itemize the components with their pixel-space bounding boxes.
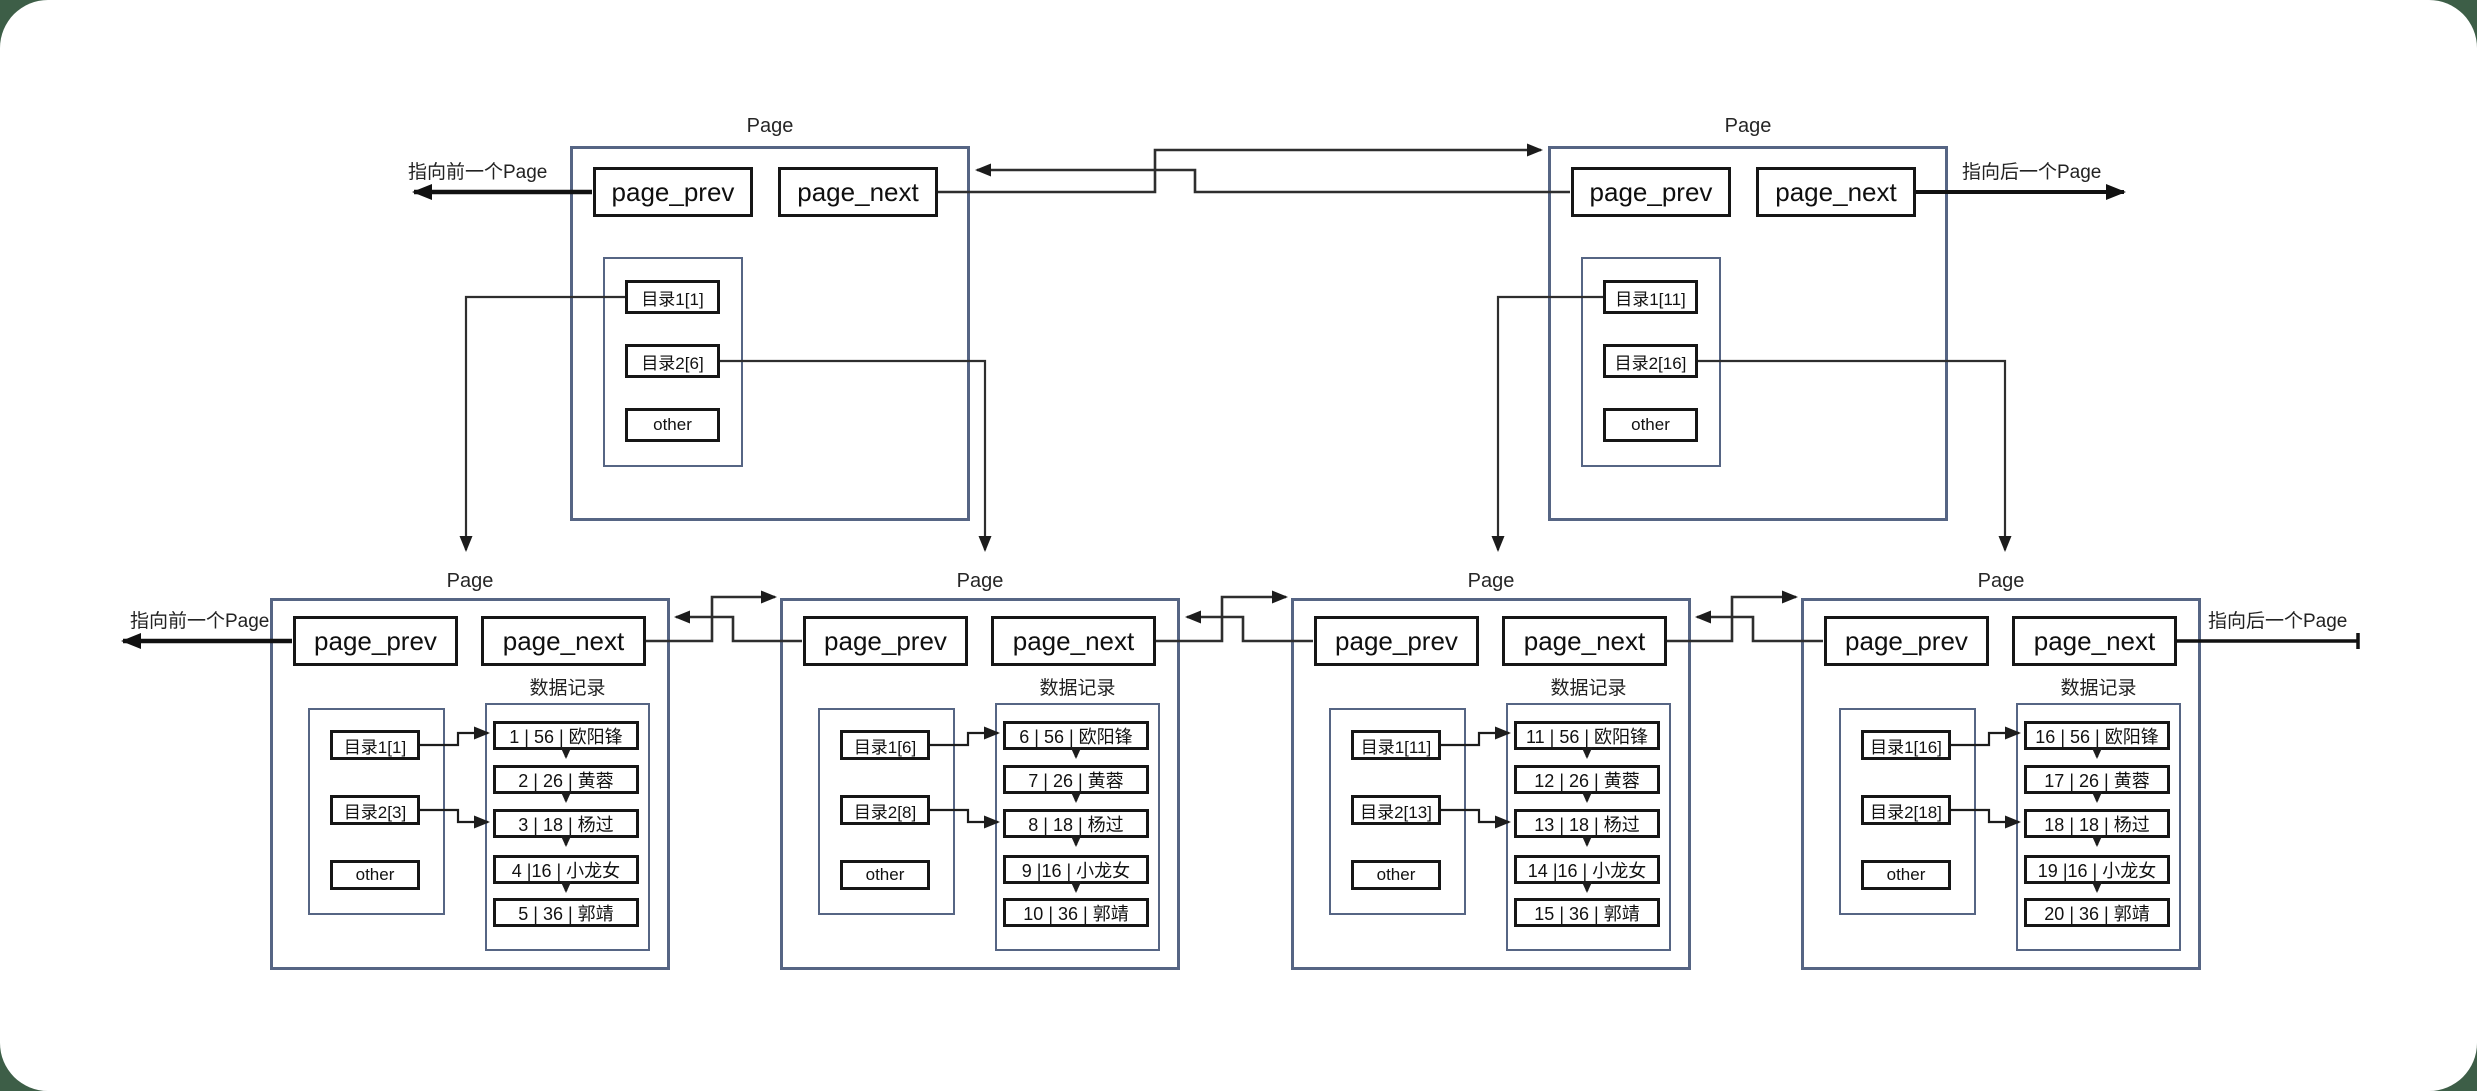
page-prev-field: page_prev <box>1571 167 1731 217</box>
record-row: 3 | 18 | 杨过 <box>493 809 639 838</box>
next-pointer-line-bottom <box>2176 633 2360 649</box>
record-row: 7 | 26 | 黄蓉 <box>1003 765 1149 794</box>
directory-panel: 目录1[16] 目录2[18] other <box>1839 708 1976 915</box>
page-title: Page <box>446 570 494 592</box>
record-row: 19 |16 | 小龙女 <box>2024 855 2170 884</box>
directory-entry-1: 目录1[6] <box>840 730 930 760</box>
directory-entry-1: 目录1[11] <box>1603 280 1698 314</box>
directory-entry-other: other <box>1603 408 1698 442</box>
directory-panel: 目录1[11] 目录2[13] other <box>1329 708 1466 915</box>
record-row: 6 | 56 | 欧阳锋 <box>1003 721 1149 750</box>
leaf-page-4: Page page_prev page_next 数据记录 目录1[16] 目录… <box>1801 570 2201 970</box>
directory-panel: 目录1[1] 目录2[3] other <box>308 708 445 915</box>
directory-entry-2: 目录2[6] <box>625 344 720 378</box>
directory-entry-other: other <box>1351 860 1441 890</box>
directory-entry-1: 目录1[16] <box>1861 730 1951 760</box>
page-next-field: page_next <box>2012 616 2177 666</box>
data-records-panel: 6 | 56 | 欧阳锋 7 | 26 | 黄蓉 8 | 18 | 杨过 9 |… <box>995 703 1160 951</box>
record-row: 11 | 56 | 欧阳锋 <box>1514 721 1660 750</box>
page-next-field: page_next <box>991 616 1156 666</box>
data-records-panel: 11 | 56 | 欧阳锋 12 | 26 | 黄蓉 13 | 18 | 杨过 … <box>1506 703 1671 951</box>
directory-entry-1: 目录1[1] <box>330 730 420 760</box>
leaf-page-3: Page page_prev page_next 数据记录 目录1[11] 目录… <box>1291 570 1691 970</box>
directory-entry-other: other <box>840 860 930 890</box>
data-records-label: 数据记录 <box>1039 678 1116 699</box>
directory-entry-other: other <box>330 860 420 890</box>
record-row: 17 | 26 | 黄蓉 <box>2024 765 2170 794</box>
record-row: 5 | 36 | 郭靖 <box>493 898 639 927</box>
page-title: Page <box>956 570 1004 592</box>
record-row: 18 | 18 | 杨过 <box>2024 809 2170 838</box>
record-row: 2 | 26 | 黄蓉 <box>493 765 639 794</box>
record-row: 15 | 36 | 郭靖 <box>1514 898 1660 927</box>
page-link-arrows-top <box>938 143 1570 194</box>
data-records-label: 数据记录 <box>1550 678 1627 699</box>
page-next-field: page_next <box>481 616 646 666</box>
record-row: 20 | 36 | 郭靖 <box>2024 898 2170 927</box>
record-row: 9 |16 | 小龙女 <box>1003 855 1149 884</box>
record-row: 8 | 18 | 杨过 <box>1003 809 1149 838</box>
directory-entry-other: other <box>1861 860 1951 890</box>
next-pointer-label-bottom: 指向后一个Page <box>2208 611 2348 632</box>
data-records-label: 数据记录 <box>2060 678 2137 699</box>
page-next-field: page_next <box>1502 616 1667 666</box>
directory-panel: 目录1[1] 目录2[6] other <box>603 257 743 467</box>
page-prev-field: page_prev <box>293 616 458 666</box>
record-row: 16 | 56 | 欧阳锋 <box>2024 721 2170 750</box>
page-title: Page <box>1467 570 1515 592</box>
directory-entry-1: 目录1[1] <box>625 280 720 314</box>
directory-panel: 目录1[6] 目录2[8] other <box>818 708 955 915</box>
page-prev-field: page_prev <box>1824 616 1989 666</box>
page-next-field: page_next <box>778 167 938 217</box>
directory-entry-2: 目录2[8] <box>840 795 930 825</box>
directory-entry-2: 目录2[16] <box>1603 344 1698 378</box>
page-prev-field: page_prev <box>803 616 968 666</box>
index-page-2: Page page_prev page_next 目录1[11] 目录2[16]… <box>1548 115 1948 521</box>
record-row: 12 | 26 | 黄蓉 <box>1514 765 1660 794</box>
leaf-page-2: Page page_prev page_next 数据记录 目录1[6] 目录2… <box>780 570 1180 970</box>
page-title: Page <box>1724 115 1772 137</box>
page-prev-field: page_prev <box>593 167 753 217</box>
index-page-1: Page page_prev page_next 目录1[1] 目录2[6] o… <box>570 115 970 521</box>
directory-entry-2: 目录2[13] <box>1351 795 1441 825</box>
data-records-panel: 16 | 56 | 欧阳锋 17 | 26 | 黄蓉 18 | 18 | 杨过 … <box>2016 703 2181 951</box>
prev-pointer-label-top: 指向前一个Page <box>408 162 548 183</box>
page-title: Page <box>1977 570 2025 592</box>
directory-panel: 目录1[11] 目录2[16] other <box>1581 257 1721 467</box>
prev-pointer-label-bottom: 指向前一个Page <box>130 611 270 632</box>
record-row: 14 |16 | 小龙女 <box>1514 855 1660 884</box>
directory-entry-1: 目录1[11] <box>1351 730 1441 760</box>
page-next-field: page_next <box>1756 167 1916 217</box>
record-row: 4 |16 | 小龙女 <box>493 855 639 884</box>
record-row: 1 | 56 | 欧阳锋 <box>493 721 639 750</box>
directory-entry-other: other <box>625 408 720 442</box>
leaf-page-1: Page page_prev page_next 数据记录 目录1[1] 目录2… <box>270 570 670 970</box>
data-records-panel: 1 | 56 | 欧阳锋 2 | 26 | 黄蓉 3 | 18 | 杨过 4 |… <box>485 703 650 951</box>
directory-entry-2: 目录2[18] <box>1861 795 1951 825</box>
next-pointer-label-top: 指向后一个Page <box>1962 162 2102 183</box>
page-title: Page <box>746 115 794 137</box>
page-prev-field: page_prev <box>1314 616 1479 666</box>
record-row: 13 | 18 | 杨过 <box>1514 809 1660 838</box>
record-row: 10 | 36 | 郭靖 <box>1003 898 1149 927</box>
directory-entry-2: 目录2[3] <box>330 795 420 825</box>
data-records-label: 数据记录 <box>529 678 606 699</box>
